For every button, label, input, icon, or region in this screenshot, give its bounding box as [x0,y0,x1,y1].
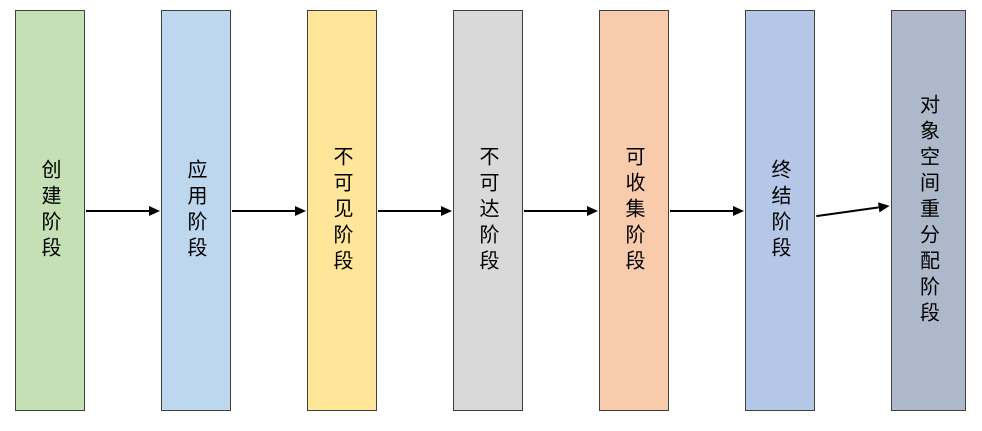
arrow-body [232,205,306,216]
arrow-head [441,205,452,216]
arrow-right-icon [377,10,453,411]
arrow-shaft [816,205,879,217]
arrow-shaft [524,209,587,212]
arrow-shaft [378,209,441,212]
stage-label: 创建阶段 [38,158,62,263]
arrow-body [86,205,160,216]
arrow-body [670,205,744,216]
stage-box-6: 终结阶段 [745,10,815,411]
arrow-shaft [86,209,149,212]
arrow-right-icon [669,10,745,411]
arrow-right-icon [85,10,161,411]
arrow-body [816,200,891,220]
stage-box-2: 应用阶段 [161,10,231,411]
stage-box-5: 可收集阶段 [599,10,669,411]
stage-label: 不可达阶段 [476,145,500,276]
stage-label: 可收集阶段 [622,145,646,276]
arrow-right-icon [523,10,599,411]
arrow-head [733,205,744,216]
stage-box-7: 对象空间重分配阶段 [891,10,966,411]
arrow-body [378,205,452,216]
arrow-shaft [670,209,733,212]
stage-box-4: 不可达阶段 [453,10,523,411]
stage-label: 终结阶段 [768,158,792,263]
arrow-head [149,205,160,216]
arrow-head [295,205,306,216]
stage-box-3: 不可见阶段 [307,10,377,411]
arrow-right-icon [231,10,307,411]
stage-label: 应用阶段 [184,158,208,263]
stage-label: 对象空间重分配阶段 [916,93,941,328]
arrow-head [587,205,598,216]
arrow-body [524,205,598,216]
arrow-right-icon [815,10,891,411]
stage-box-1: 创建阶段 [15,10,85,411]
arrow-head [878,200,891,212]
arrow-shaft [232,209,295,212]
stage-label: 不可见阶段 [330,145,354,276]
